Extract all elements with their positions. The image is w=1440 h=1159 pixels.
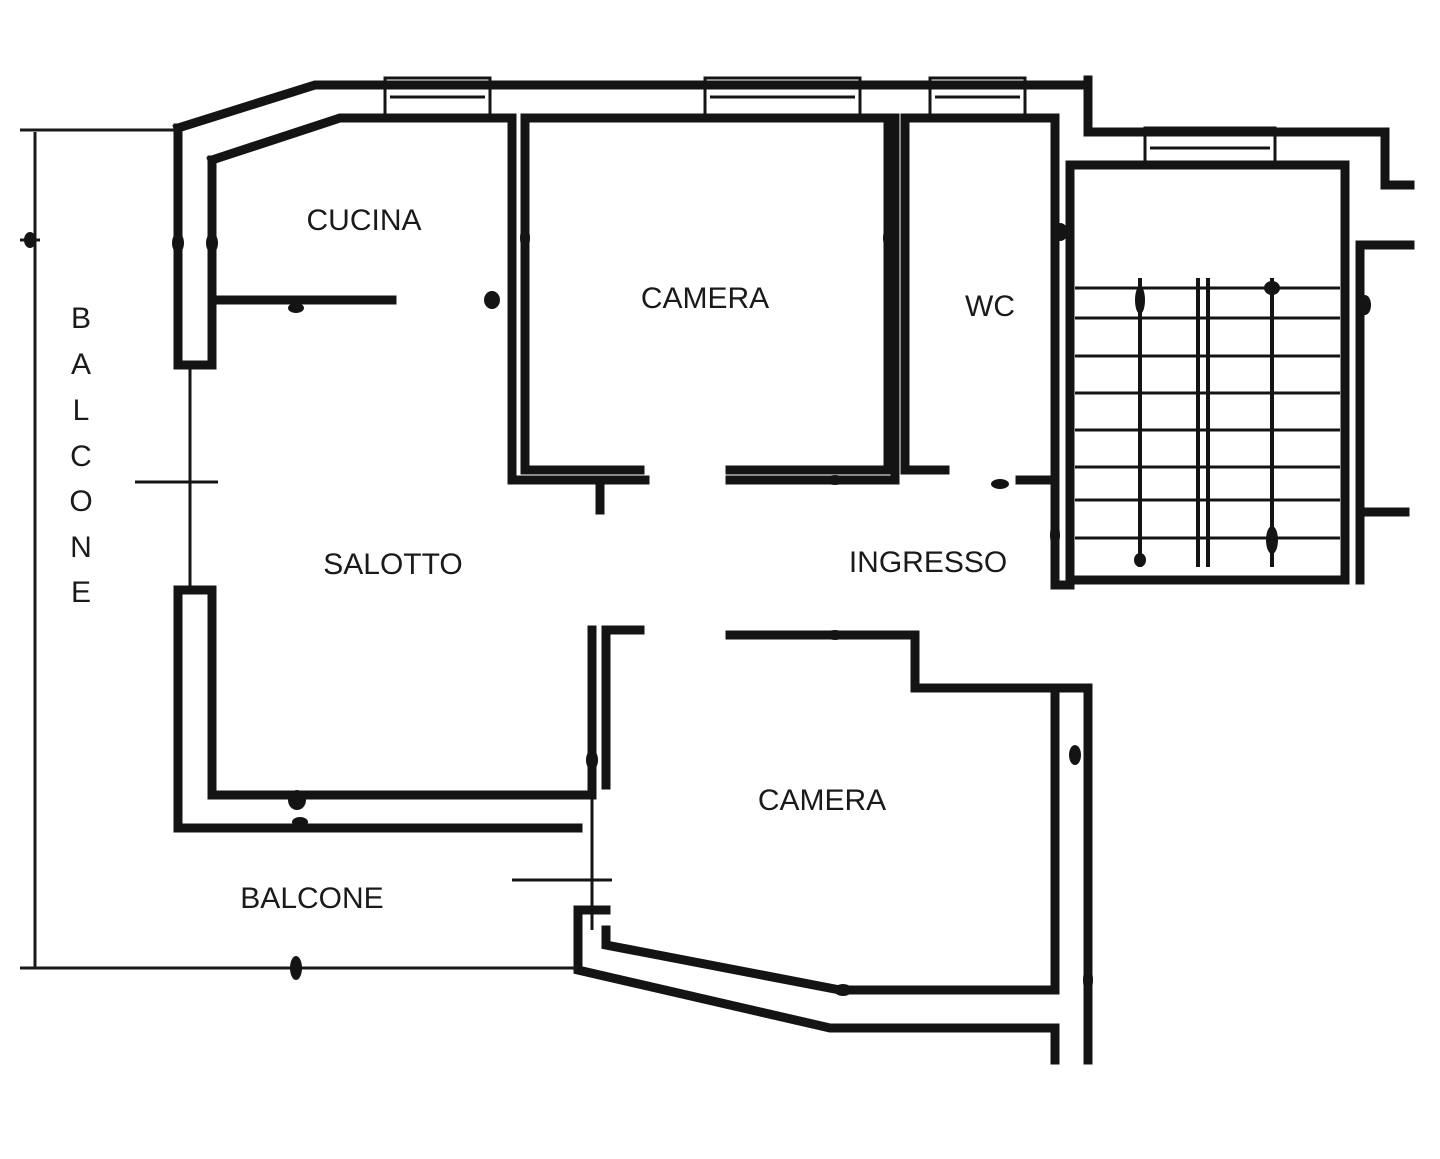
room-label-cucina: CUCINA — [306, 204, 421, 237]
balcone-side-label: B A L C O N E — [69, 302, 92, 609]
interior-walls — [207, 75, 1093, 590]
staircase — [1075, 278, 1340, 567]
balcone-side-letter: L — [73, 394, 90, 427]
wall-marks — [24, 223, 1371, 996]
balcone-side-letter: N — [70, 531, 92, 564]
balcone-side-letter: C — [70, 440, 92, 473]
room-label-balcone-bottom: BALCONE — [240, 882, 383, 915]
balcone-side-letter: B — [71, 302, 91, 335]
balcone-side-letter: E — [71, 576, 91, 609]
room-labels: CUCINA CAMERA WC SALOTTO INGRESSO CAMERA… — [240, 204, 1015, 915]
dimension-lines — [20, 128, 578, 970]
balcone-side-letter: O — [69, 485, 92, 518]
outer-walls — [172, 80, 1415, 1065]
room-label-camera-top: CAMERA — [641, 282, 769, 315]
balcone-side-letter: A — [71, 348, 91, 381]
room-label-wc: WC — [965, 290, 1015, 323]
room-label-salotto: SALOTTO — [323, 548, 462, 581]
room-label-ingresso: INGRESSO — [849, 546, 1007, 579]
windows — [135, 76, 1277, 930]
room-label-camera-bottom: CAMERA — [758, 784, 886, 817]
